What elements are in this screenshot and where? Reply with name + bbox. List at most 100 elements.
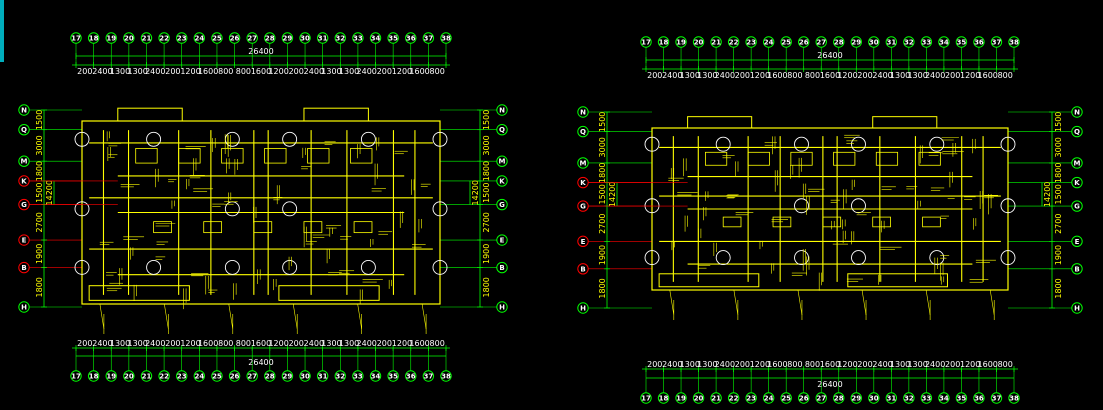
top-dim-label: 200: [77, 67, 92, 76]
row-axis-label: K: [1074, 179, 1080, 187]
top-dim-label: 1300: [110, 67, 130, 76]
column-axis-label: 26: [230, 35, 240, 43]
building-outline: [81, 120, 441, 305]
column-axis-label: 26: [799, 395, 809, 403]
top-dim-label: 800: [998, 71, 1013, 80]
column-axis-label: 37: [992, 395, 1002, 403]
column-axis-label: 31: [886, 39, 896, 47]
overall-dim-bottom: 26400: [817, 380, 842, 389]
vertical-dim-label: 1500: [35, 183, 44, 203]
row-axis-label: M: [21, 158, 28, 166]
top-dim-label: 200: [647, 71, 662, 80]
column-axis-label: 35: [388, 35, 398, 43]
vertical-dim-label: 2700: [1054, 214, 1063, 234]
row-axis-label: K: [580, 179, 586, 187]
bottom-dim-label: 1300: [127, 339, 147, 348]
column-axis-label: 20: [124, 373, 134, 381]
structural-column-circle: [851, 136, 866, 152]
column-axis-label: 30: [869, 395, 879, 403]
column-axis-label: 28: [265, 35, 275, 43]
vertical-dim-label: 1500: [482, 110, 491, 130]
annotation-leader: [733, 289, 739, 316]
row-axis-label: K: [21, 177, 27, 185]
vertical-dim-label: 1900: [598, 245, 607, 265]
column-axis-label: 25: [212, 35, 222, 43]
structural-column-circle: [794, 136, 809, 152]
bay-outline: [303, 107, 369, 122]
top-dim-label: 200: [945, 71, 960, 80]
structural-column-circle: [432, 201, 448, 217]
row-axis-label: M: [580, 159, 587, 167]
row-axis-label: G: [580, 203, 586, 211]
column-axis-label: 31: [318, 373, 328, 381]
row-axis-label: H: [580, 305, 586, 313]
column-axis-label: 29: [283, 373, 293, 381]
column-axis-label: 20: [694, 39, 704, 47]
structural-column-circle: [74, 201, 90, 217]
row-axis-label: N: [499, 107, 505, 115]
top-dim-label: 1300: [680, 71, 700, 80]
row-axis-label: K: [499, 177, 505, 185]
vertical-total-label: 14200: [1043, 182, 1052, 207]
top-dim-label: 1200: [180, 67, 200, 76]
column-axis-label: 38: [1009, 395, 1019, 403]
column-axis-label: 25: [781, 39, 791, 47]
column-axis-label: 30: [300, 35, 310, 43]
vertical-dim-label: 1800: [35, 277, 44, 297]
column-axis-label: 22: [729, 395, 739, 403]
row-axis-label: E: [22, 237, 27, 245]
annotation-leader: [99, 303, 105, 330]
column-axis-label: 20: [124, 35, 134, 43]
row-axis-label: H: [1074, 305, 1080, 313]
room-fixture: [353, 221, 373, 234]
bottom-dim-label: 200: [377, 339, 392, 348]
structural-column-circle: [74, 131, 90, 147]
column-axis-label: 17: [641, 395, 651, 403]
vertical-dim-label: 1800: [1054, 278, 1063, 298]
bottom-dim-label: 200: [289, 339, 304, 348]
column-axis-label: 27: [816, 39, 826, 47]
bottom-dim-label: 800: [218, 339, 233, 348]
column-axis-label: 32: [904, 395, 914, 403]
row-axis-label: M: [1074, 159, 1081, 167]
column-axis-label: 33: [353, 35, 363, 43]
column-axis-label: 29: [851, 395, 861, 403]
vertical-dim-label: 1500: [598, 184, 607, 204]
row-axis-label: Q: [580, 128, 586, 136]
column-axis-label: 30: [300, 373, 310, 381]
column-axis-label: 31: [886, 395, 896, 403]
vertical-total-label: 14200: [471, 180, 480, 205]
column-axis-label: 37: [424, 35, 434, 43]
vertical-dim-label: 1800: [35, 161, 44, 181]
vertical-dim-label: 1800: [598, 278, 607, 298]
bottom-dim-label: 2400: [662, 360, 682, 369]
column-axis-label: 23: [177, 373, 187, 381]
annotation-leader: [989, 289, 995, 316]
top-dim-label: 1200: [392, 67, 412, 76]
bottom-dim-label: 1600: [767, 360, 787, 369]
row-axis-label: E: [500, 237, 505, 245]
top-dim-label: 1200: [268, 67, 288, 76]
top-dim-label: 1600: [409, 67, 429, 76]
structural-column-circle: [794, 198, 809, 214]
vertical-dim-label: 1500: [1054, 184, 1063, 204]
column-axis-label: 24: [764, 395, 774, 403]
balcony-outline: [278, 285, 380, 301]
viewport-accent-bar: [0, 0, 4, 62]
column-axis-label: 32: [904, 39, 914, 47]
overall-dim-top: 26400: [248, 47, 273, 56]
structural-column-circle: [929, 136, 945, 152]
row-axis-label: G: [21, 201, 27, 209]
top-dim-label: 200: [377, 67, 392, 76]
column-axis-label: 35: [957, 39, 967, 47]
structural-column-circle: [146, 131, 162, 147]
bottom-dim-label: 2400: [872, 360, 892, 369]
column-axis-label: 22: [159, 35, 169, 43]
bottom-dim-label: 2400: [925, 360, 945, 369]
room-fixture: [178, 148, 201, 164]
room-fixture: [922, 216, 941, 228]
bottom-dim-label: 1200: [392, 339, 412, 348]
room-fixture: [264, 148, 287, 164]
bottom-dim-label: 1300: [907, 360, 927, 369]
